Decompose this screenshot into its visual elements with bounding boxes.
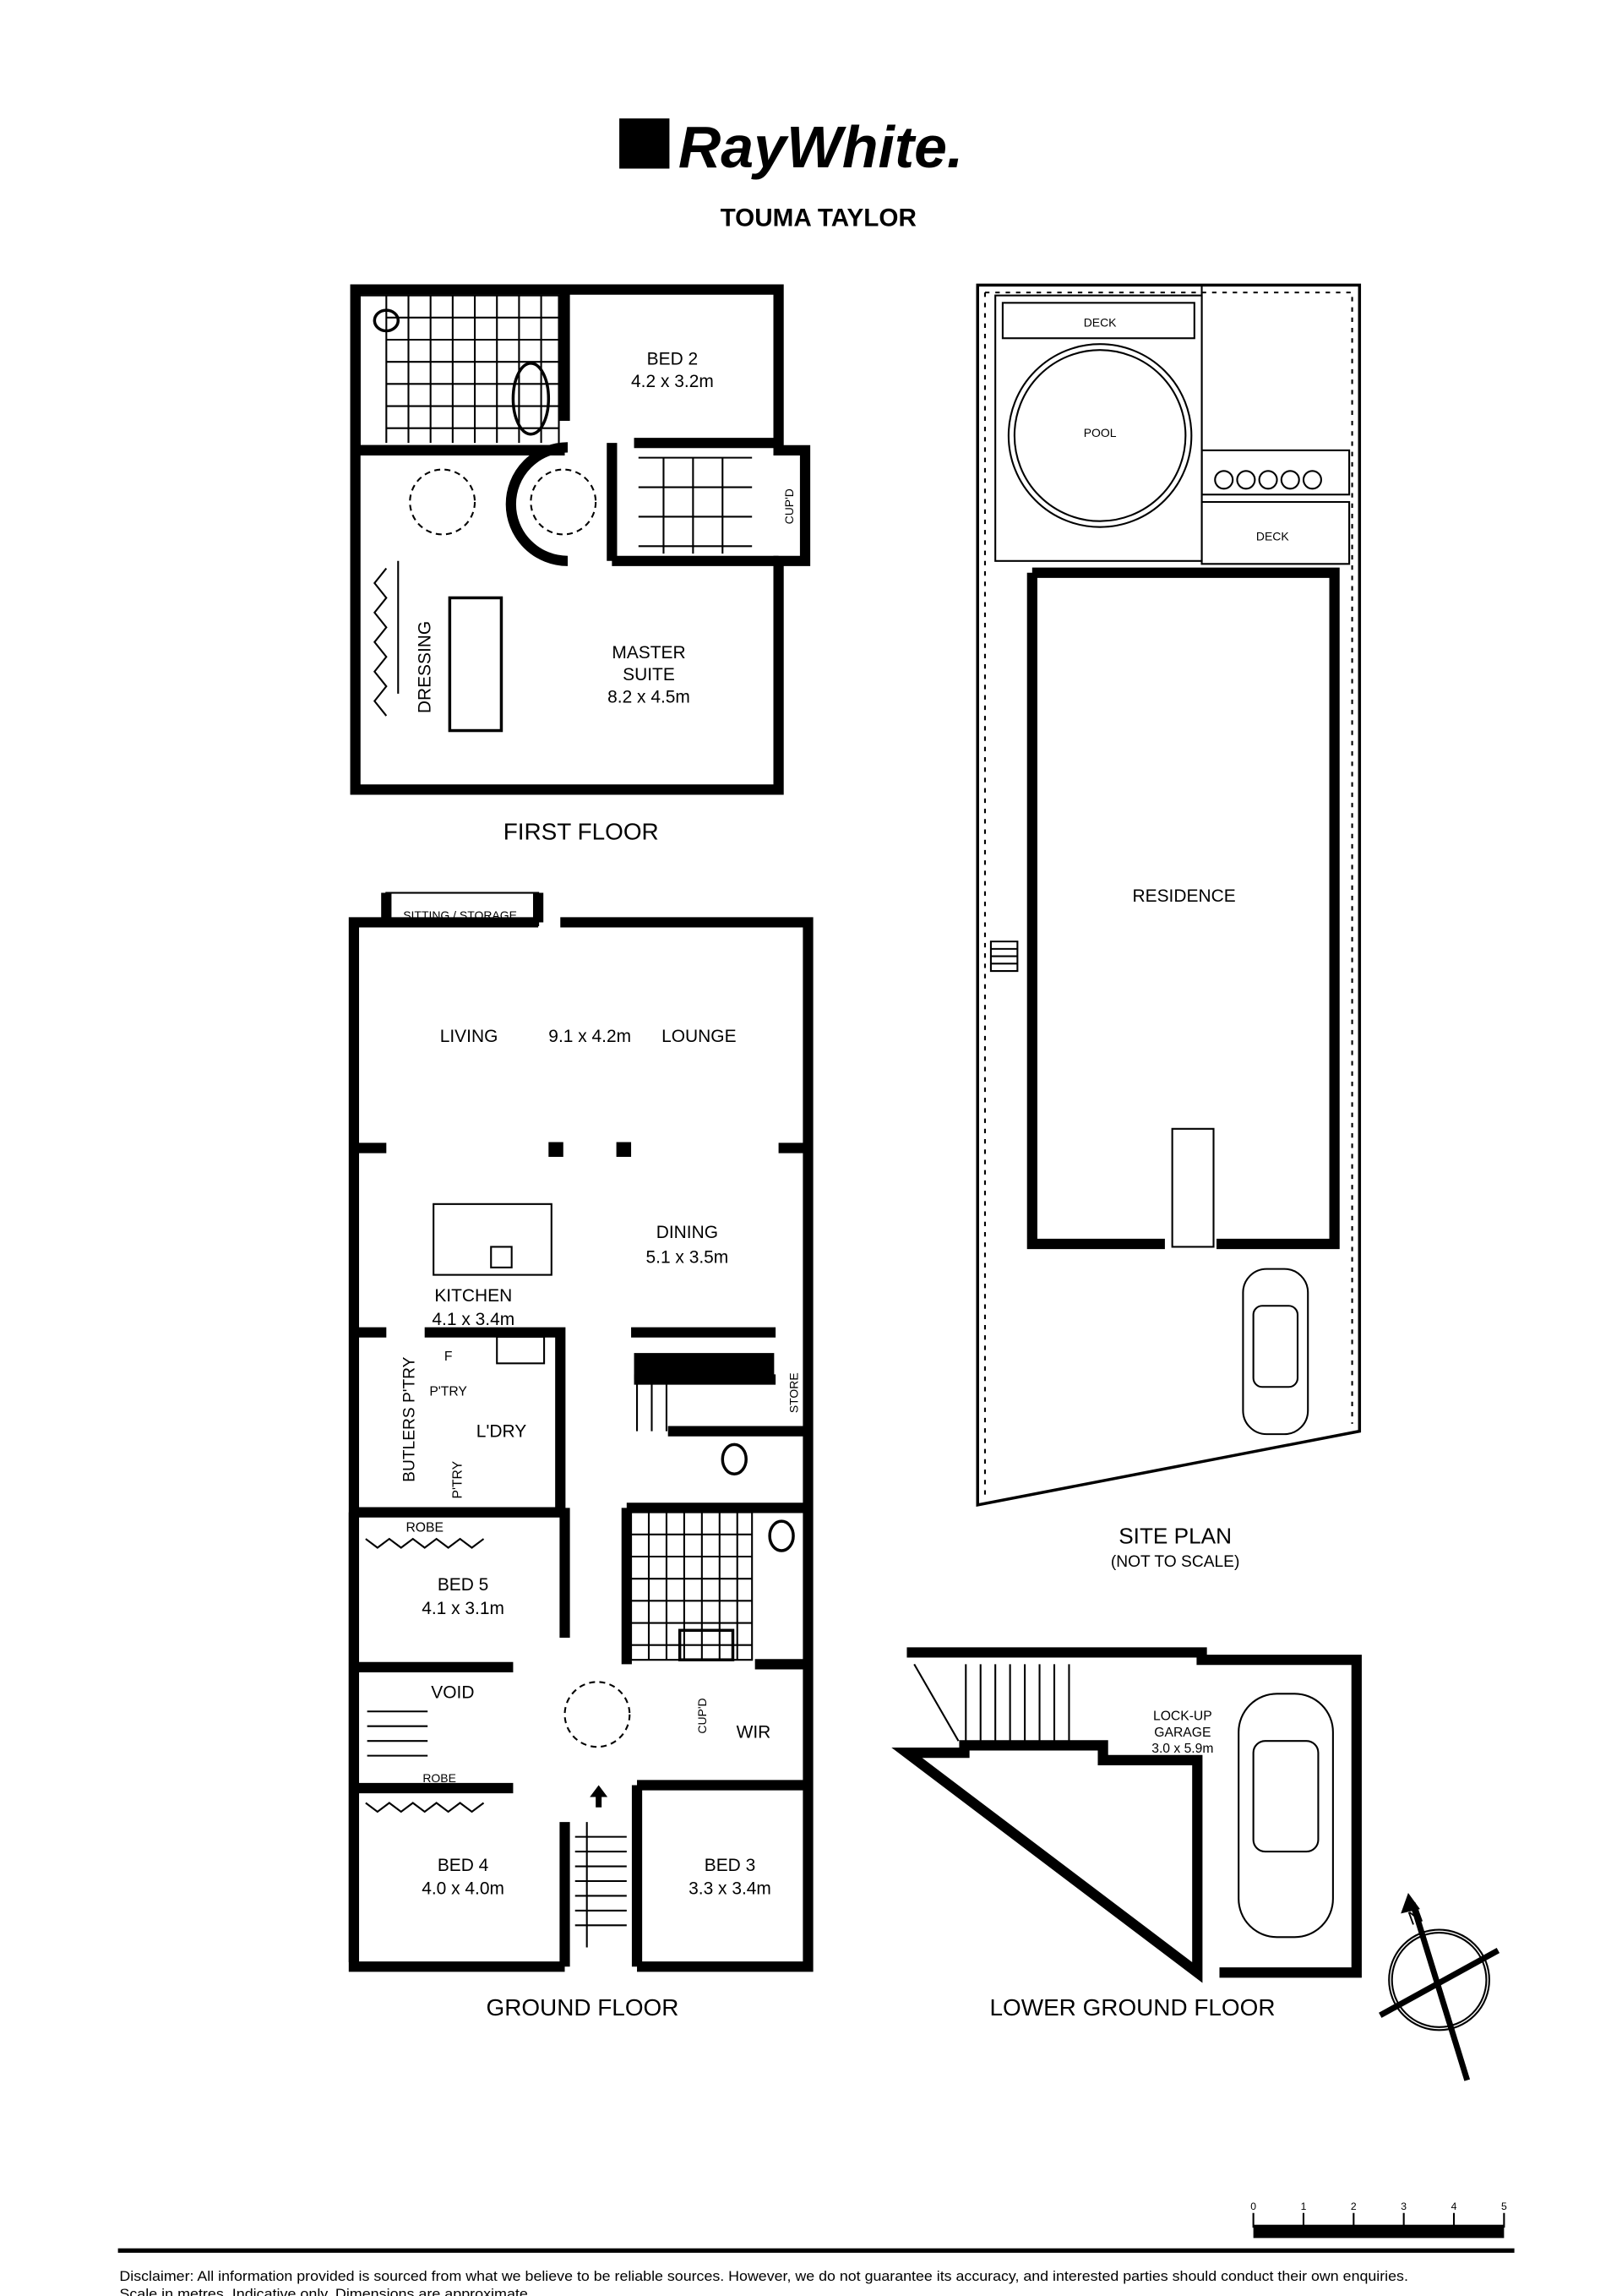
bench <box>448 596 503 733</box>
residence-label: RESIDENCE <box>1133 886 1236 906</box>
cooktop-icon <box>496 1335 546 1365</box>
master-dimension: 8.2 x 4.5m <box>607 687 690 706</box>
garage-dimension: 3.0 x 5.9m <box>1151 1742 1213 1756</box>
cupd-label: CUP'D <box>782 488 796 524</box>
site-plan-title: SITE PLAN <box>1119 1523 1232 1548</box>
deck2-label: DECK <box>1256 529 1289 543</box>
logo-text: RayWhite. <box>678 114 963 180</box>
bed4-dimension: 4.0 x 4.0m <box>422 1879 504 1899</box>
master-label-1: MASTER <box>612 643 685 663</box>
void-label: VOID <box>431 1683 474 1703</box>
sink-icon <box>490 1246 513 1268</box>
store-label: STORE <box>787 1372 800 1413</box>
robe2-label: ROBE <box>422 1771 456 1785</box>
wir-label: WIR <box>737 1723 771 1742</box>
bed5-label: BED 5 <box>438 1575 489 1595</box>
site-boundary <box>976 283 1362 1508</box>
scale-tick-label: 2 <box>1351 2201 1357 2212</box>
bed4-label: BED 4 <box>438 1856 489 1875</box>
logo-square <box>619 118 670 169</box>
residence-outline <box>1026 567 1340 1250</box>
bed2-dimension: 4.2 x 3.2m <box>631 372 714 391</box>
light-fixture <box>563 1681 631 1748</box>
footer-divider <box>117 2248 1515 2253</box>
light-fixture <box>530 468 597 536</box>
living-label: LIVING <box>440 1027 498 1046</box>
lower-ground-walls <box>891 1647 1362 1983</box>
garden-hedge <box>983 292 1353 1498</box>
fridge-label: F <box>444 1350 453 1364</box>
bed3-dimension: 3.3 x 3.4m <box>689 1879 771 1899</box>
pool-icon <box>1007 343 1193 528</box>
first-floor-plan: BED 2 4.2 x 3.2m MASTER SUITE 8.2 x 4.5m… <box>350 284 811 845</box>
pool-label: POOL <box>1084 426 1117 439</box>
entry-stair <box>1171 1127 1215 1248</box>
bed2-label: BED 2 <box>647 350 699 369</box>
toilet-icon <box>373 308 400 333</box>
garage-label-1: LOCK-UP <box>1153 1710 1212 1724</box>
toilet-icon <box>768 1519 795 1552</box>
robe1-label: ROBE <box>406 1520 443 1535</box>
entry-arrow-icon <box>590 1785 608 1808</box>
scale-tick-label: 4 <box>1451 2201 1457 2212</box>
butlers-pantry-label: BUTLERS P'TRY <box>400 1356 418 1482</box>
dining-dimension: 5.1 x 3.5m <box>645 1248 728 1268</box>
disclaimer-line-1: Disclaimer: All information provided is … <box>119 2268 1408 2284</box>
scale-bar: 0 1 2 3 4 5 <box>1250 2201 1507 2239</box>
sitting-storage-label: SITTING / STORAGE <box>403 908 517 922</box>
kitchen-label: KITCHEN <box>434 1286 512 1306</box>
car-icon <box>1242 1268 1309 1436</box>
pantry-label: P'TRY <box>429 1385 467 1399</box>
car-icon <box>1238 1693 1334 1939</box>
north-label: N <box>1405 1904 1425 1929</box>
light-fixture <box>409 468 476 536</box>
scale-tick-label: 0 <box>1250 2201 1256 2212</box>
lower-ground-floor-title: LOWER GROUND FLOOR <box>990 1994 1276 2021</box>
scale-tick-label: 5 <box>1501 2201 1507 2212</box>
sitting-storage-room <box>385 892 540 926</box>
toilet-icon <box>721 1442 748 1475</box>
scale-tick-label: 3 <box>1401 2201 1407 2212</box>
scale-tick-label: 1 <box>1301 2201 1307 2212</box>
ensuite <box>358 294 560 447</box>
pantry2-label: P'TRY <box>450 1460 465 1498</box>
master-label-2: SUITE <box>623 665 675 684</box>
living-dimension: 9.1 x 4.2m <box>548 1027 631 1046</box>
bed5-dimension: 4.1 x 3.1m <box>422 1599 504 1618</box>
curved-wall <box>505 442 569 566</box>
garage-label-2: GARAGE <box>1154 1726 1211 1740</box>
cupd-label: CUP'D <box>695 1698 709 1733</box>
kitchen-dimension: 4.1 x 3.4m <box>432 1310 514 1329</box>
lounge-label: LOUNGE <box>661 1027 736 1046</box>
deck1-label: DECK <box>1084 315 1117 329</box>
deck-upper <box>1001 302 1195 340</box>
disclaimer-line-2: Scale in metres. Indicative only. Dimens… <box>119 2286 527 2296</box>
stair-landing <box>634 1353 775 1380</box>
first-floor-walls <box>350 284 811 795</box>
bathtub-icon <box>511 362 551 436</box>
kitchen-island <box>433 1203 552 1276</box>
ground-floor-title: GROUND FLOOR <box>486 1994 678 2021</box>
dining-label: DINING <box>656 1223 718 1242</box>
dressing-label: DRESSING <box>416 621 435 713</box>
lower-ground-floor-plan: LOCK-UP GARAGE 3.0 x 5.9m LOWER GROUND F… <box>891 1647 1362 2021</box>
office-name: TOUMA TAYLOR <box>721 205 917 232</box>
north-compass-icon: N <box>1379 1892 1500 2081</box>
ray-white-logo: RayWhite. <box>619 114 963 180</box>
site-plan-subtitle: (NOT TO SCALE) <box>1111 1553 1239 1571</box>
laundry-label: L'DRY <box>476 1422 527 1442</box>
bathtub-icon <box>678 1628 735 1661</box>
ground-floor-plan: SITTING / STORAGE LIVING 9.1 x 4.2m LOUN… <box>348 892 814 2021</box>
site-plan: DECK POOL DECK RESIDENCE SITE PLAN (NOT … <box>976 283 1362 1571</box>
bed3-label: BED 3 <box>705 1856 756 1875</box>
first-floor-title: FIRST FLOOR <box>503 819 659 845</box>
